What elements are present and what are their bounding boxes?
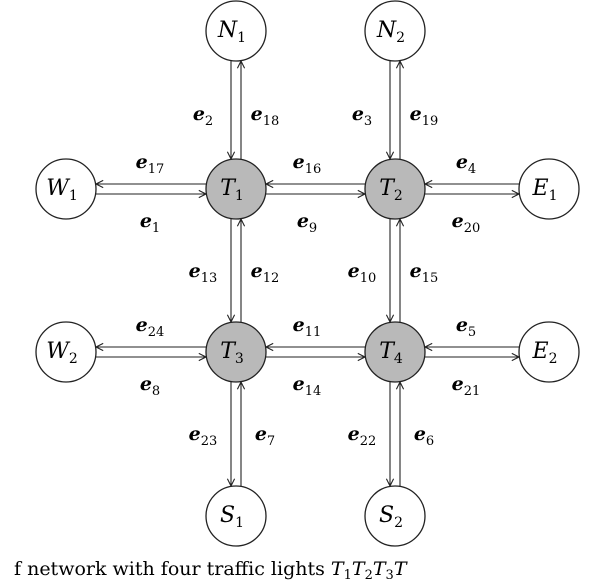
node-label-t4: T4: [379, 339, 403, 367]
edge-label-e22: e22: [348, 423, 377, 449]
node-label-n1: N1: [217, 18, 246, 46]
node-label-t3: T3: [220, 339, 244, 367]
edge-label-e18: e18: [251, 103, 280, 129]
edge-label-e13: e13: [189, 260, 218, 286]
terminal-node-n1: [205, 0, 267, 62]
node-label-s1: S1: [220, 503, 244, 531]
figure-caption: f network with four traffic lights T1T2T…: [14, 558, 408, 582]
edge-label-e12: e12: [251, 260, 280, 286]
terminal-node-e1: [518, 158, 580, 220]
node-e2: E2: [518, 321, 580, 383]
edge-label-e14: e14: [293, 373, 322, 399]
edge-label-e24: e24: [136, 314, 165, 340]
edge-label-e21: e21: [452, 373, 481, 399]
edge-labels: e1 e17 e9 e16 e4 e20 e8 e24 e14 e11 e5 e21 e2 e18 e3 e1…: [136, 103, 481, 449]
edge-label-e4: e4: [456, 151, 476, 177]
terminal-node-w1: [35, 158, 97, 220]
node-n1: N1: [205, 0, 267, 62]
node-t3: T3: [205, 321, 267, 383]
edge-label-e2: e2: [193, 103, 213, 129]
node-label-n2: N2: [376, 18, 405, 46]
edge-label-e7: e7: [255, 423, 275, 449]
node-label-w1: W1: [46, 176, 78, 204]
terminal-node-w2: [35, 321, 97, 383]
terminal-node-s1: [205, 485, 267, 547]
traffic-light-node-t2: [364, 158, 426, 220]
node-t1: T1: [205, 158, 267, 220]
node-t4: T4: [364, 321, 426, 383]
node-n2: N2: [364, 0, 426, 62]
traffic-light-node-t1: [205, 158, 267, 220]
edge-label-e20: e20: [452, 210, 481, 236]
traffic-light-node-t4: [364, 321, 426, 383]
node-label-e2: E2: [532, 339, 558, 367]
edge-label-e8: e8: [140, 373, 160, 399]
traffic-light-node-t3: [205, 321, 267, 383]
edge-label-e9: e9: [297, 210, 317, 236]
node-e1: E1: [518, 158, 580, 220]
node-w2: W2: [35, 321, 97, 383]
road-segments: [96, 61, 519, 486]
node-s2: S2: [364, 485, 426, 547]
terminal-node-e2: [518, 321, 580, 383]
edge-label-e3: e3: [352, 103, 372, 129]
node-s1: S1: [205, 485, 267, 547]
terminal-node-s2: [364, 485, 426, 547]
node-t2: T2: [364, 158, 426, 220]
node-label-s2: S2: [379, 503, 403, 531]
edge-label-e11: e11: [293, 314, 322, 340]
node-label-t1: T1: [220, 176, 244, 204]
node-label-t2: T2: [379, 176, 403, 204]
edge-label-e16: e16: [293, 151, 322, 177]
node-label-e1: E1: [532, 176, 558, 204]
edge-label-e5: e5: [456, 314, 476, 340]
edge-label-e1: e1: [140, 210, 160, 236]
edge-label-e6: e6: [414, 423, 434, 449]
edge-label-e17: e17: [136, 151, 165, 177]
edge-label-e15: e15: [410, 260, 439, 286]
edge-label-e19: e19: [410, 103, 439, 129]
terminal-node-n2: [364, 0, 426, 62]
edge-label-e10: e10: [348, 260, 377, 286]
node-w1: W1: [35, 158, 97, 220]
edge-label-e23: e23: [189, 423, 218, 449]
node-label-w2: W2: [46, 339, 78, 367]
